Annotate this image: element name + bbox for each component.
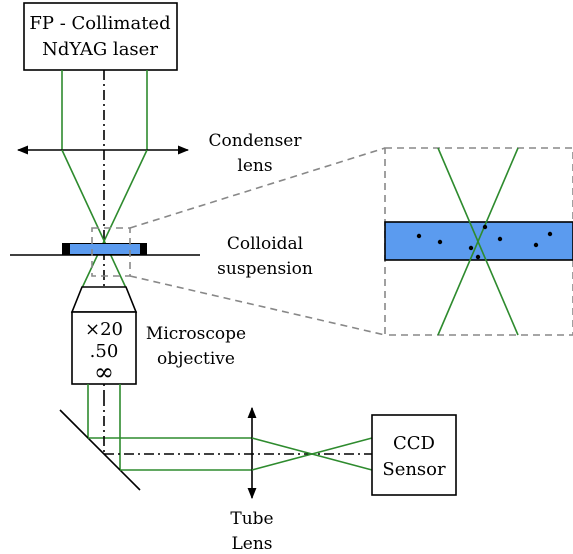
objective-infinity: ∞ — [94, 358, 114, 386]
suspension-label-line1: Colloidal — [227, 234, 303, 254]
objective-label-line1: Microscope — [146, 324, 246, 344]
zoom-box-small — [91, 227, 131, 277]
laser-box — [23, 2, 178, 71]
objective-na: .50 — [90, 341, 119, 362]
suspension-small — [70, 244, 140, 254]
particle — [497, 236, 503, 242]
zoom-box-large — [384, 147, 573, 336]
objective-label-line2: objective — [157, 349, 235, 369]
particle — [482, 224, 488, 230]
particle — [416, 233, 422, 239]
ccd-box — [371, 414, 457, 496]
ccd-label-line2: Sensor — [382, 459, 446, 480]
zoom-line-bottom — [129, 275, 386, 336]
condenser-label-line1: Condenser — [209, 131, 303, 151]
particle — [468, 245, 474, 251]
objective-cap — [70, 286, 138, 313]
ccd-label-line1: CCD — [393, 433, 435, 454]
tube-label-line2: Lens — [231, 534, 272, 554]
objective-body — [71, 311, 137, 385]
laser-label-line2: NdYAG laser — [42, 39, 158, 60]
laser-label-line1: FP - Collimated — [29, 13, 170, 34]
cone-ray-left — [61, 149, 127, 289]
focus-ray-2 — [251, 437, 373, 471]
cone-ray-right — [81, 149, 148, 289]
zoom-line-top — [129, 147, 386, 229]
condenser-label-line2: lens — [237, 156, 272, 176]
particles — [416, 224, 553, 260]
mirror — [59, 409, 141, 491]
tube-label-line1: Tube — [230, 509, 273, 529]
suspension-label-line2: suspension — [217, 259, 313, 279]
particle — [437, 239, 443, 245]
zoom-ray-right — [437, 147, 519, 336]
particle — [547, 231, 553, 237]
particle — [475, 254, 481, 260]
objective-magnification: ×20 — [85, 319, 123, 340]
particle — [533, 242, 539, 248]
